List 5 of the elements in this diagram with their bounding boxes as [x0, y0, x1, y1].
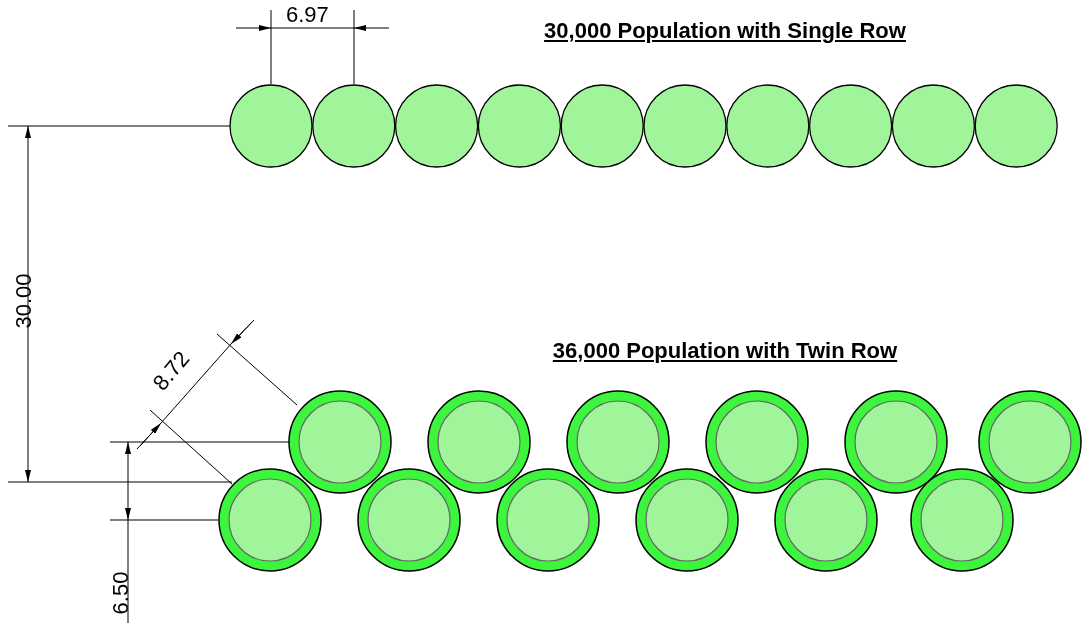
- dimension-value: 6.97: [286, 4, 329, 26]
- heading: 36,000 Population with Twin Row: [552, 340, 898, 362]
- dimension-value: 30.00: [12, 273, 35, 329]
- dimension-value: 6.50: [110, 571, 133, 615]
- heading: 30,000 Population with Single Row: [544, 20, 906, 42]
